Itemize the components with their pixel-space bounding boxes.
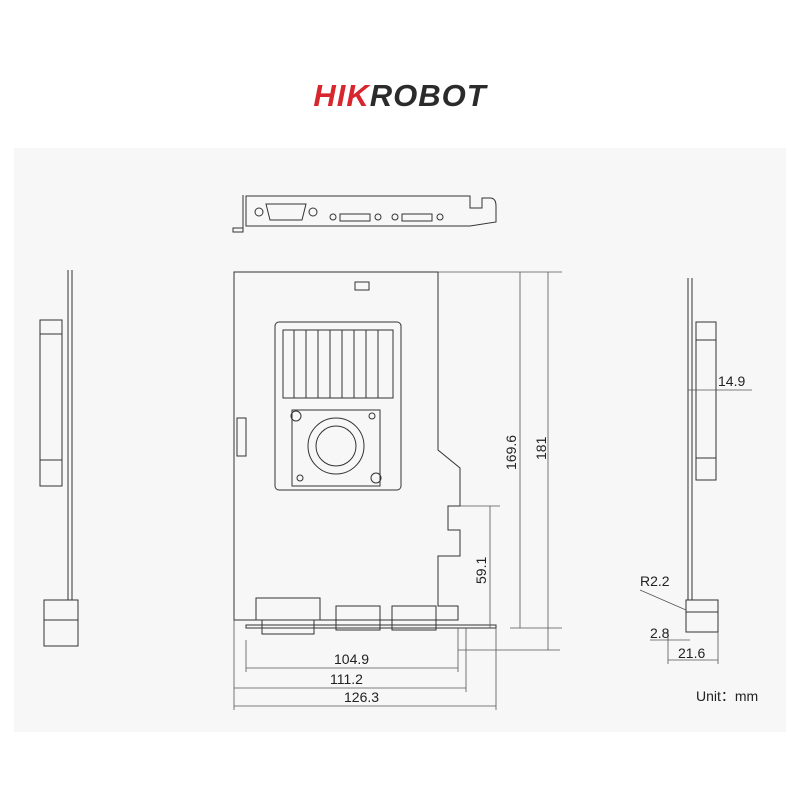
db9-connector-top [265,203,307,221]
fan-housing [291,409,381,487]
dim-width-b: 111.2 [330,671,363,687]
dim-bracket-depth: 21.6 [678,645,705,661]
dvi-connector-top-2 [401,213,433,222]
fan-icon [307,417,365,475]
dim-radius: R2.2 [640,573,670,589]
dim-thickness: 14.9 [718,373,745,389]
dvi-connector-front-1 [335,605,381,631]
logo-hik: HIK [313,78,370,113]
side-header [236,417,247,457]
dim-height-board: 169.6 [503,435,519,470]
dimension-lines [233,271,752,710]
left-side-view [39,270,79,647]
drawing-panel [14,148,786,732]
hikrobot-logo: HIKROBOT [0,78,800,118]
unit-label: Unit：mm [696,688,759,704]
dim-height-total: 181 [533,436,549,460]
front-view-board [233,271,497,635]
right-side-view [685,278,719,633]
heatsink [274,321,402,491]
dvi-connector-front-2 [391,605,437,631]
db9-connector-front [255,597,321,621]
dim-width-a: 104.9 [334,651,369,667]
bracket-bottom-edge [245,624,497,629]
dim-height-lower: 59.1 [473,557,489,584]
logo-robot: ROBOT [369,78,487,113]
dim-offset: 2.8 [650,625,670,641]
top-view-bracket [232,195,497,233]
dim-width-c: 126.3 [344,689,379,705]
dvi-connector-top-1 [339,213,371,222]
board-header-top [354,281,370,291]
heatsink-fins [282,329,394,399]
